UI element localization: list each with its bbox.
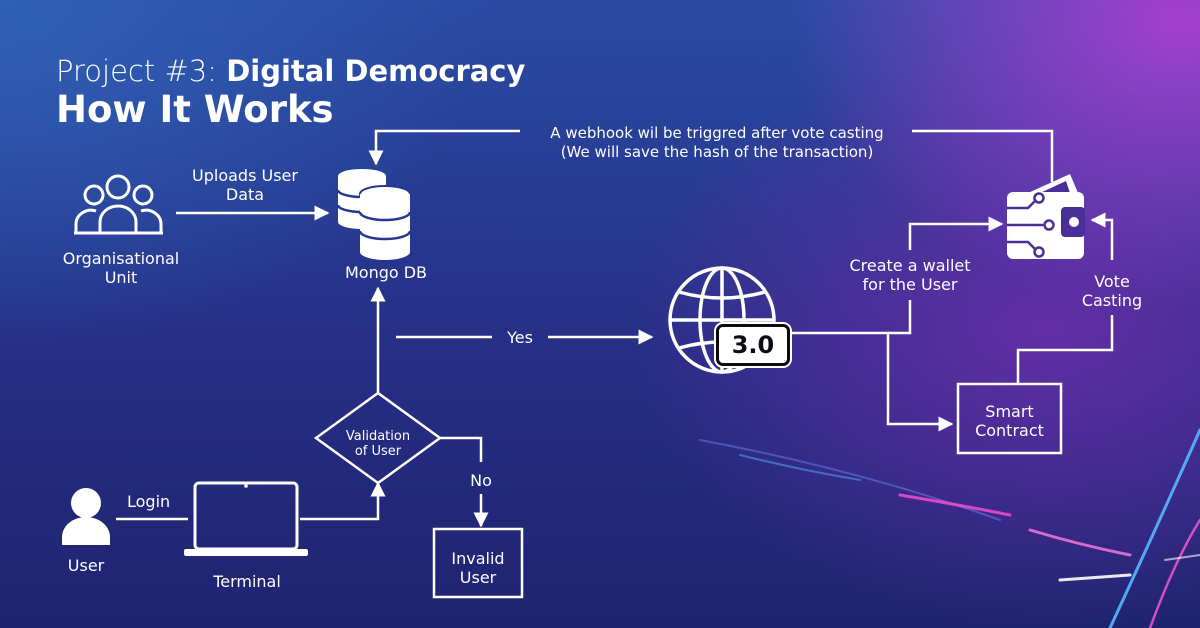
- title-main: Digital Democracy: [226, 54, 526, 88]
- org-unit-label: Organisational Unit: [62, 249, 180, 287]
- edge-create-wallet-low: [888, 300, 912, 335]
- users-group-icon: [74, 174, 163, 235]
- invalid-user-label: Invalid User: [451, 549, 505, 587]
- uploads-label: Uploads User Data: [192, 166, 298, 204]
- user-label: User: [67, 556, 105, 575]
- create-wallet-label: Create a wallet for the User: [849, 256, 971, 294]
- validation-label: Validation of User: [345, 429, 411, 459]
- login-label: Login: [127, 492, 171, 511]
- edge-no-top: [440, 436, 483, 462]
- yes-label: Yes: [507, 328, 533, 347]
- vote-casting-label: Vote Casting: [1081, 272, 1143, 310]
- laptop-icon: [184, 481, 308, 556]
- wallet-icon: [1007, 174, 1085, 259]
- webhook-label-line1: A webhook wil be triggred after vote cas…: [550, 124, 884, 142]
- edge-create-wallet-high: [908, 216, 1004, 250]
- edge-vote-low: [1016, 315, 1114, 384]
- smart-contract-label: Smart Contract: [975, 402, 1044, 440]
- terminal-label: Terminal: [213, 572, 281, 591]
- user-icon: [62, 488, 110, 545]
- no-label: No: [470, 471, 492, 490]
- webhook-label-line2: (We will save the hash of the transactio…: [560, 143, 874, 161]
- edge-vote-high: [1090, 212, 1114, 260]
- edge-to-smart-contract: [792, 331, 954, 432]
- title-prefix: Project #3:: [56, 54, 227, 88]
- invalid-user-box: [432, 527, 524, 599]
- mongo-db-label: Mongo DB: [344, 263, 428, 282]
- web3-version-badge: 3.0: [716, 324, 790, 366]
- page-title: Project #3: Digital Democracy: [56, 54, 525, 88]
- smart-contract-box: [956, 382, 1063, 455]
- database-icon: [336, 169, 412, 260]
- page-subtitle: How It Works: [56, 88, 334, 131]
- edge-webhook-left: [368, 129, 520, 166]
- validation-diamond: [313, 391, 443, 485]
- edge-webhook-right: [912, 129, 1054, 182]
- edge-terminal-to-validation: [300, 481, 386, 521]
